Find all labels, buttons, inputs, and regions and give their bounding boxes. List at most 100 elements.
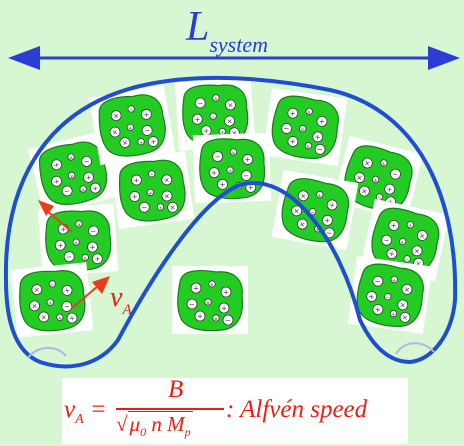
svg-text:+: + — [150, 138, 157, 147]
svg-text:+: + — [391, 312, 396, 319]
plasma-blob-icon: +−×++×−+× — [109, 151, 195, 229]
svg-text:−: − — [211, 114, 216, 120]
svg-text:×: × — [69, 173, 75, 180]
svg-text:+: + — [211, 169, 217, 177]
svg-text:×: × — [210, 283, 214, 289]
svg-text:×: × — [111, 128, 118, 137]
svg-text:+: + — [53, 177, 61, 186]
svg-text:+: + — [57, 242, 64, 250]
svg-text:+: + — [388, 250, 396, 259]
svg-text:+: + — [318, 117, 325, 126]
svg-text:×: × — [413, 247, 420, 256]
svg-text:+: + — [381, 161, 387, 168]
svg-text:+: + — [143, 110, 150, 119]
system-length-subscript: system — [209, 32, 269, 57]
svg-text:×: × — [399, 301, 406, 310]
svg-text:×: × — [415, 259, 422, 268]
fraction-bar — [116, 408, 224, 410]
svg-text:−: − — [144, 126, 151, 135]
svg-text:+: + — [194, 116, 201, 124]
svg-text:+: + — [48, 300, 53, 306]
svg-text:×: × — [363, 159, 371, 168]
svg-text:+: + — [58, 316, 63, 322]
svg-text:+: + — [372, 177, 378, 184]
plasma-blob-icon: +×+−×++×− — [262, 88, 348, 166]
svg-text:−: − — [385, 295, 390, 302]
svg-text:×: × — [214, 317, 218, 323]
plasma-blob-icon: +×−+×+−×+ — [27, 130, 119, 216]
svg-text:+: + — [85, 173, 93, 182]
svg-text:−: − — [189, 301, 195, 309]
svg-text:−: − — [63, 187, 71, 196]
svg-text:×: × — [31, 302, 38, 311]
svg-text:−: − — [326, 229, 333, 238]
svg-text:+: + — [317, 193, 322, 200]
velocity-subscript: A — [122, 302, 132, 318]
svg-text:+: + — [69, 314, 76, 323]
svg-text:+: + — [245, 156, 251, 164]
plasma-blob-icon: ×−+×+−×++ — [88, 84, 176, 166]
svg-text:+: + — [248, 184, 254, 192]
svg-text:×: × — [403, 285, 410, 294]
svg-text:+: + — [407, 223, 412, 230]
alfven-velocity-label: vA — [110, 284, 132, 324]
formula-denominator: √μ0 n Mp — [116, 411, 193, 439]
svg-text:−: − — [383, 236, 391, 245]
svg-text:×: × — [228, 168, 232, 174]
svg-text:×: × — [299, 220, 306, 229]
velocity-arrow-icon — [38, 200, 110, 309]
svg-text:−: − — [374, 277, 381, 286]
svg-text:−: − — [197, 99, 204, 107]
svg-text:×: × — [227, 101, 233, 109]
svg-text:×: × — [113, 112, 120, 121]
svg-text:×: × — [40, 313, 47, 322]
svg-text:+: + — [60, 225, 67, 233]
svg-text:+: + — [203, 127, 210, 135]
svg-text:−: − — [215, 153, 221, 161]
boundary-foot-right — [395, 342, 435, 355]
svg-text:−: − — [283, 125, 290, 134]
svg-text:×: × — [69, 155, 75, 162]
svg-text:+: + — [128, 125, 133, 132]
svg-text:−: − — [225, 317, 231, 325]
svg-text:+: + — [328, 201, 335, 210]
svg-text:−: − — [404, 257, 409, 264]
svg-text:−: − — [83, 157, 91, 166]
svg-text:−: − — [50, 282, 55, 288]
formula-suffix: : Alfvén speed — [226, 396, 368, 423]
svg-text:+: + — [221, 305, 227, 313]
svg-text:×: × — [300, 192, 307, 201]
svg-text:+: + — [314, 133, 321, 142]
system-length-symbol: L — [186, 4, 210, 50]
svg-text:×: × — [402, 313, 409, 322]
svg-text:+: + — [220, 130, 225, 136]
svg-text:−: − — [310, 210, 315, 217]
svg-text:+: + — [89, 243, 96, 251]
svg-text:+: + — [64, 287, 71, 296]
svg-text:+: + — [220, 181, 226, 189]
svg-text:×: × — [163, 176, 170, 185]
svg-text:+: + — [374, 306, 381, 315]
formula-numerator: B — [168, 376, 184, 403]
svg-text:+: + — [133, 176, 140, 185]
system-length-label: Lsystem — [186, 6, 268, 66]
svg-text:+: + — [197, 313, 203, 321]
plasma-blob-icon: ×−+×+−×++ — [10, 262, 94, 338]
double-arrow-icon — [8, 46, 460, 70]
svg-text:×: × — [83, 256, 88, 262]
svg-text:+: + — [139, 140, 144, 147]
svg-text:×: × — [34, 286, 41, 295]
svg-text:×: × — [356, 173, 364, 182]
svg-text:×: × — [169, 203, 176, 212]
svg-text:−: − — [66, 253, 73, 261]
svg-text:+: + — [390, 221, 398, 230]
plasma-blob-icon: −+×+−×++× — [174, 77, 256, 151]
svg-text:+: + — [94, 255, 101, 263]
svg-text:−: − — [243, 172, 249, 180]
svg-text:×: × — [360, 187, 368, 196]
svg-text:+: + — [193, 285, 199, 293]
svg-text:+: + — [214, 96, 219, 102]
svg-text:×: × — [164, 192, 171, 201]
svg-text:−: − — [392, 170, 400, 179]
